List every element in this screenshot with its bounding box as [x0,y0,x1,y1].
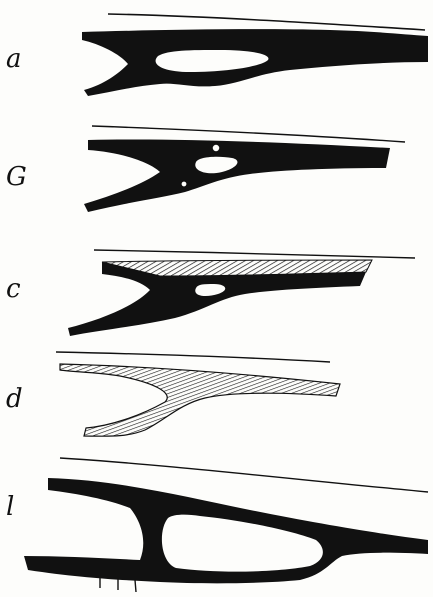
panel-b-label: G [6,164,27,190]
panel-a-margin-line [108,14,425,30]
panel-e-vein [24,478,428,583]
panel-c-margin-line [94,250,415,258]
panel-a-drawing [82,14,428,96]
panel-b-lumen-dot [212,144,220,152]
panel-b-drawing [84,126,405,212]
panel-e-label: l [6,494,14,520]
panel-d-label: d [6,386,23,412]
panel-d-margin-line [56,352,330,362]
panel-e-drawing [24,458,428,592]
panel-c-label: c [6,276,21,302]
panel-d-vein-hatched [60,364,340,436]
panel-c-drawing [68,250,415,336]
panel-a-vein [82,29,428,96]
panel-d-drawing [56,352,340,436]
panel-a-lumen-mark [220,66,230,69]
panel-a-label: a [6,46,22,72]
panel-b-vein [84,139,390,212]
panel-b-lumen-dot-2 [181,181,187,187]
